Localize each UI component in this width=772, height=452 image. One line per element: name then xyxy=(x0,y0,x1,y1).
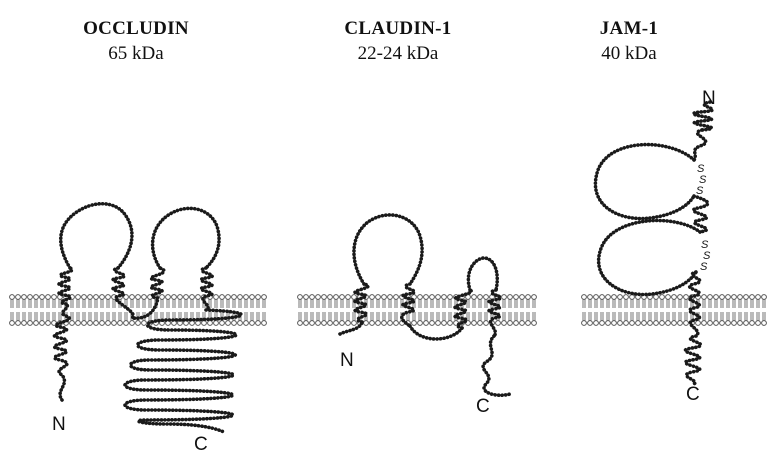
claudin-loop1 xyxy=(354,215,422,284)
occludin-protein xyxy=(54,204,241,432)
claudin-tm3 xyxy=(455,290,471,328)
jam-n-label: N xyxy=(702,88,716,109)
occludin-n-label: N xyxy=(52,414,66,435)
jam-protein xyxy=(595,102,712,384)
jam-stem-upper xyxy=(694,130,706,160)
claudin-c-label: C xyxy=(476,396,490,417)
occludin-c-label: C xyxy=(194,434,208,452)
claudin-tm2 xyxy=(402,284,415,326)
claudin-n-label: N xyxy=(340,350,354,371)
claudin-intra-loop xyxy=(410,326,462,339)
disulfide-s-mark: S xyxy=(700,261,708,273)
claudin-loop2 xyxy=(468,258,497,290)
occludin-tm1 xyxy=(59,268,72,304)
jam-c-coil xyxy=(685,336,701,384)
occludin-c-tail xyxy=(125,310,241,432)
occludin-tm2-3 xyxy=(113,268,164,318)
jam-ig-domain-1 xyxy=(595,145,694,219)
jam-ig-domain-2 xyxy=(599,220,700,294)
claudin-c-tail xyxy=(483,336,510,395)
jam-linker-coil xyxy=(693,196,707,232)
lipid-bilayers xyxy=(10,295,767,326)
occludin-loop2 xyxy=(153,208,219,268)
jam-c-label: C xyxy=(686,384,700,405)
occludin-loop1 xyxy=(61,204,132,268)
claudin-n-tail xyxy=(340,322,362,334)
claudin-tm1 xyxy=(355,284,368,322)
disulfide-s-mark: S xyxy=(696,185,704,197)
jam-membrane xyxy=(582,295,767,326)
